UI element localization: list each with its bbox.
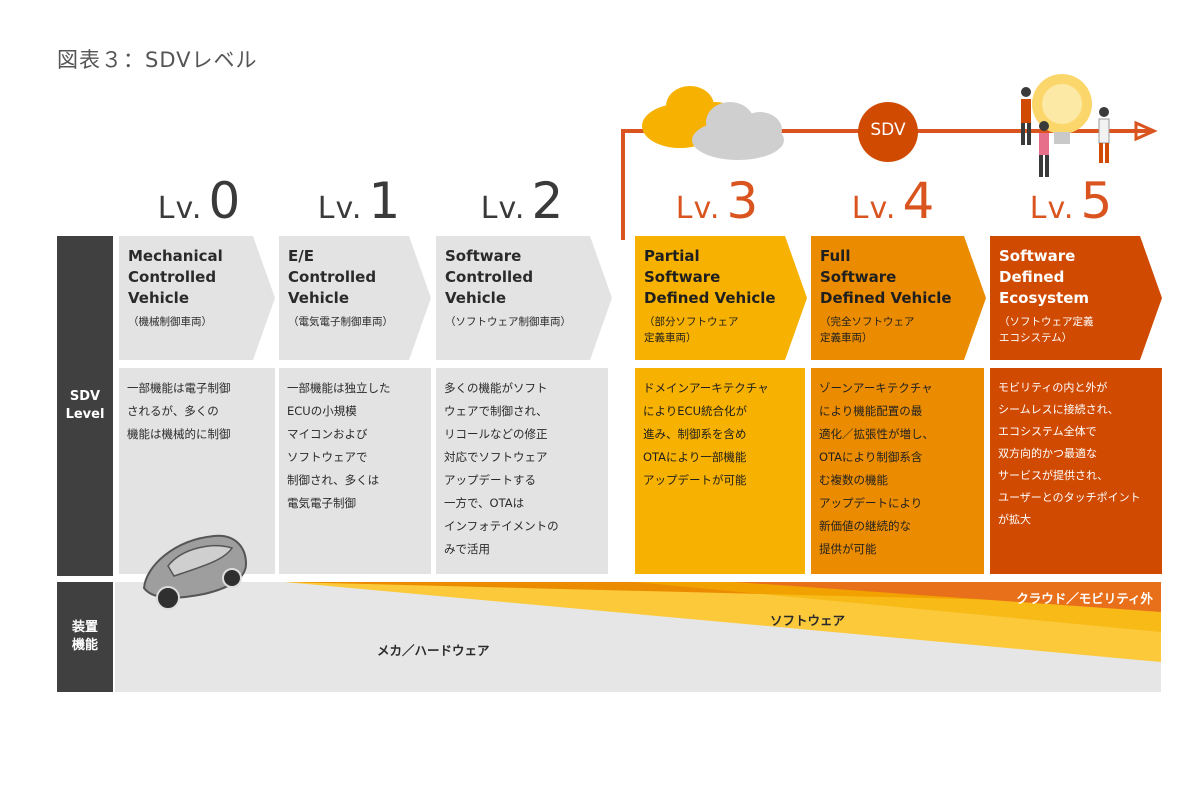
level-number: 2 (531, 172, 564, 230)
level-0-title-box: Mechanical Controlled Vehicle （機械制御車両） (119, 236, 275, 360)
level-3-description: ドメインアーキテクチャ によりECU統合化が 進み、制御系を含め OTAにより一… (635, 368, 805, 574)
people-icon (1021, 87, 1110, 177)
level-title-ja: （電気電子制御車両） (288, 316, 393, 328)
level-3-header: Lv.3 (637, 176, 797, 226)
lightbulb-icon (1032, 74, 1092, 144)
cloud-wedge (735, 582, 1161, 612)
level-1-title-box: E/E Controlled Vehicle （電気電子制御車両） (279, 236, 431, 360)
level-title-en: Mechanical Controlled Vehicle (128, 247, 223, 307)
figure-caption: 図表３：SDVレベル (57, 48, 258, 72)
device-function-side-label: 装置 機能 (57, 582, 113, 692)
level-prefix: Lv. (480, 191, 526, 226)
level-3-title-box: Partial Software Defined Vehicle （部分ソフトウ… (635, 236, 807, 360)
band-wedges (285, 582, 1161, 662)
level-2-description: 多くの機能がソフト ウェアで制御され、 リコールなどの修正 対応でソフトウェア … (436, 368, 608, 574)
level-5-title-box: Software Defined Ecosystem （ソフトウェア定義 エコシ… (990, 236, 1162, 360)
level-2-title-box: Software Controlled Vehicle （ソフトウェア制御車両） (436, 236, 612, 360)
level-5-header: Lv.5 (991, 176, 1151, 226)
level-prefix: Lv. (851, 191, 897, 226)
level-2-header: Lv.2 (442, 176, 602, 226)
level-title-ja: （ソフトウェア定義 エコシステム） (999, 316, 1094, 344)
level-number: 5 (1080, 172, 1113, 230)
car-icon (142, 534, 248, 610)
sdv-level-side-label: SDV Level (57, 236, 113, 576)
level-1-description: 一部機能は独立した ECUの小規模 マイコンおよび ソフトウェアで 制御され、多… (279, 368, 431, 574)
top-illustration (621, 74, 1158, 240)
level-number: 1 (368, 172, 401, 230)
level-title-ja: （機械制御車両） (128, 316, 212, 328)
level-prefix: Lv. (317, 191, 363, 226)
level-4-description: ゾーンアーキテクチャ により機能配置の最 適化／拡張性が増し、 OTAにより制御… (811, 368, 984, 574)
cloud-band-label: クラウド／モビリティ外 (1016, 591, 1153, 606)
level-5-description: モビリティの内と外が シームレスに接続され、 エコシステム全体で 双方向的かつ最… (990, 368, 1162, 574)
sdv-badge-label: SDV (870, 120, 906, 140)
level-prefix: Lv. (157, 191, 203, 226)
level-title-ja: （ソフトウェア制御車両） (445, 316, 571, 328)
cloud-icon (642, 86, 784, 160)
level-4-title-box: Full Software Defined Vehicle （完全ソフトウェア … (811, 236, 986, 360)
sdv-badge-icon (858, 102, 918, 162)
level-title-en: Full Software Defined Vehicle (820, 247, 952, 307)
level-4-header: Lv.4 (813, 176, 973, 226)
level-number: 3 (726, 172, 759, 230)
level-1-header: Lv.1 (279, 176, 439, 226)
level-title-en: Software Controlled Vehicle (445, 247, 534, 307)
level-prefix: Lv. (675, 191, 721, 226)
arrow-head-icon (1134, 120, 1158, 142)
sdv-boundary-line (621, 129, 1150, 240)
level-number: 0 (208, 172, 241, 230)
level-title-en: Partial Software Defined Vehicle (644, 247, 776, 307)
level-title-ja: （部分ソフトウェア 定義車両） (644, 316, 739, 344)
level-prefix: Lv. (1029, 191, 1075, 226)
software-band-label: ソフトウェア (770, 613, 846, 628)
level-title-en: E/E Controlled Vehicle (288, 247, 377, 307)
device-function-band: クラウド／モビリティ外 ソフトウェア メカ／ハードウェア (115, 582, 1161, 692)
level-0-header: Lv.0 (119, 176, 279, 226)
level-number: 4 (902, 172, 935, 230)
hardware-band-label: メカ／ハードウェア (377, 643, 490, 658)
level-title-ja: （完全ソフトウェア 定義車両） (820, 316, 915, 344)
level-title-en: Software Defined Ecosystem (999, 247, 1090, 307)
